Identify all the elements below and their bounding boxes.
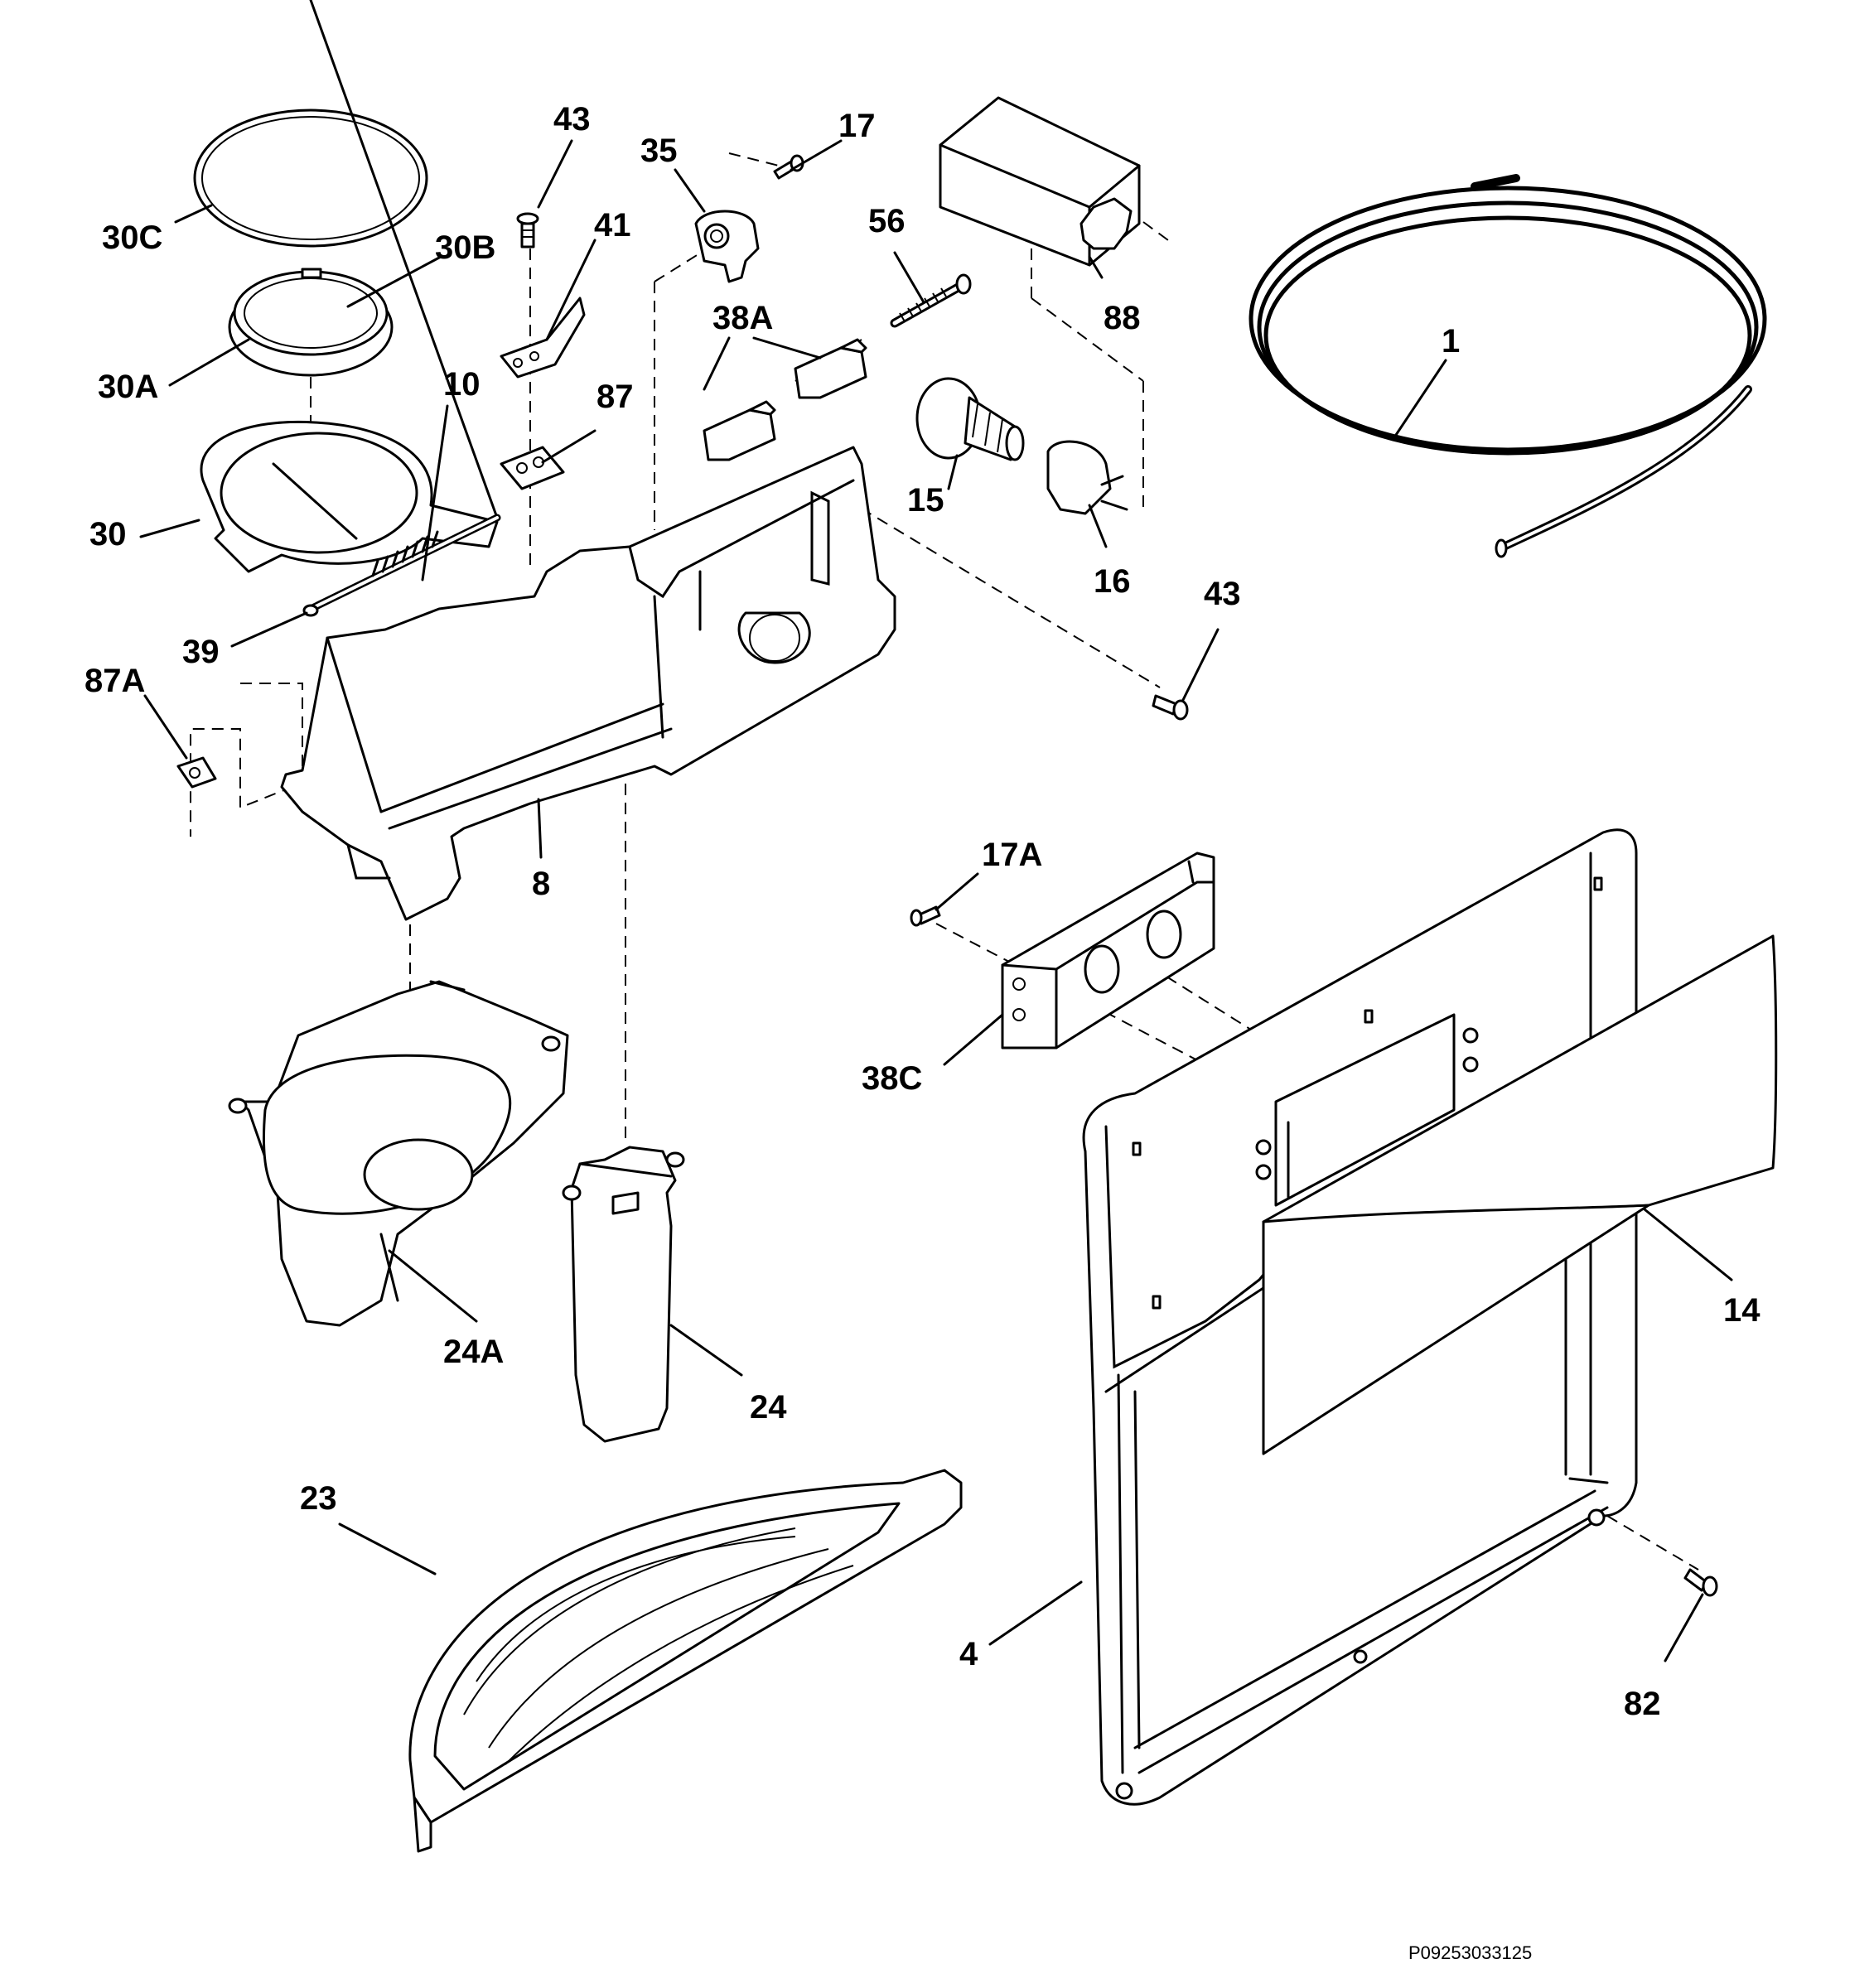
callout-15: 15 [907,482,944,519]
callout-30: 30 [89,516,127,552]
callout-24a: 24A [443,1334,504,1370]
part-41-bracket [500,297,586,379]
callout-82: 82 [1624,1686,1661,1722]
callout-56: 56 [868,203,906,239]
callout-41: 41 [594,207,631,244]
part-23-drip-tray [408,1469,963,1853]
part-87-pad [500,446,565,490]
callout-labels: 43 17 35 30C 30B 41 56 88 30A 38A 1 10 8… [85,101,1760,1722]
part-38a-micro-switches [703,338,867,461]
callout-30c: 30C [102,220,162,256]
callout-8: 8 [532,866,550,902]
callout-87a: 87A [85,663,145,699]
part-82-screw [1683,1568,1718,1597]
figure-id: P09253033125 [1408,1942,1532,1963]
part-30a-30b-lens-bezel [228,268,394,377]
callout-87: 87 [596,379,634,415]
callout-38a: 38A [712,300,773,336]
callout-1: 1 [1442,323,1460,359]
callout-14: 14 [1723,1292,1760,1329]
part-30-chute-ring [200,420,499,573]
part-38c-switch-bracket [1001,852,1215,1049]
callout-23: 23 [300,1480,337,1517]
part-24a-ice-funnel [228,980,569,1327]
callout-10: 10 [443,366,481,403]
part-24-flapper [562,1146,685,1443]
part-43-screw-top [516,212,539,248]
callout-30a: 30A [98,369,158,405]
leader-lines [139,139,1733,1662]
callout-17a: 17A [982,837,1042,873]
callout-35: 35 [640,133,678,169]
callout-17: 17 [838,108,876,144]
callout-43-top: 43 [553,101,591,138]
part-39-rod-and-10-spring [302,0,501,617]
part-56-long-screw [890,273,972,328]
callout-43-right: 43 [1204,576,1241,612]
part-43-screw-right [1152,694,1189,721]
part-35-switch [694,210,760,283]
callout-24: 24 [750,1389,787,1426]
part-8-dispenser-housing [280,446,896,921]
callout-38c: 38C [862,1060,922,1097]
callout-39: 39 [182,634,220,670]
part-16-socket [1046,440,1128,515]
part-15-bulb [915,377,1025,461]
callout-88: 88 [1104,300,1141,336]
part-14-overlay-panel [1262,934,1778,1455]
callout-30b: 30B [435,229,495,266]
part-1-tubing-coil [1249,174,1767,558]
part-88-module-box [939,96,1141,267]
part-17a-screw [910,905,941,927]
callout-4: 4 [959,1636,978,1672]
part-30c-gasket-ring [193,109,428,248]
part-87a-tab [176,756,217,789]
callout-16: 16 [1094,563,1131,600]
